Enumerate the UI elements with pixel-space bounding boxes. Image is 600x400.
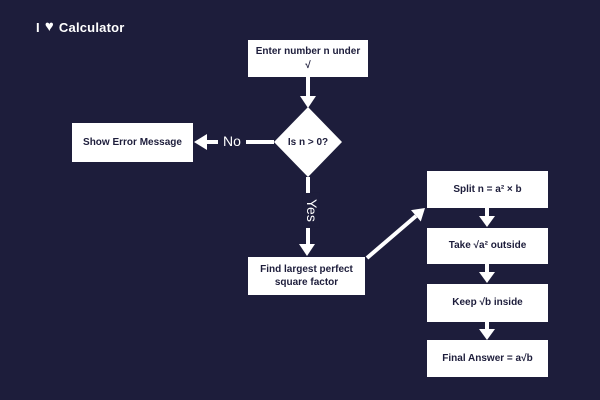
node-decision-label: Is n > 0? bbox=[287, 136, 329, 148]
arrow-take-to-keep bbox=[479, 264, 495, 283]
node-final-answer: Final Answer = a√b bbox=[427, 340, 548, 377]
title-text: Calculator bbox=[58, 20, 125, 35]
node-keep-inside: Keep √b inside bbox=[427, 284, 548, 322]
arrow-find-to-split bbox=[365, 208, 425, 260]
title-prefix: I bbox=[36, 20, 40, 35]
arrow-split-to-take bbox=[479, 208, 495, 227]
heart-icon: ♥ bbox=[44, 18, 54, 35]
node-find-square-factor: Find largest perfect square factor bbox=[248, 257, 365, 295]
arrow-keep-to-final bbox=[479, 322, 495, 340]
edge-label-yes: Yes bbox=[303, 192, 320, 228]
node-take-outside: Take √a² outside bbox=[427, 228, 548, 264]
arrow-enter-to-decision bbox=[300, 77, 316, 108]
decision-diamond-shape bbox=[274, 107, 342, 177]
node-enter-number: Enter number n under √ bbox=[248, 40, 368, 77]
node-show-error: Show Error Message bbox=[72, 123, 193, 162]
node-split: Split n = a² × b bbox=[427, 171, 548, 208]
edge-label-no: No bbox=[218, 133, 246, 150]
page-title: I ♥ Calculator bbox=[36, 18, 125, 35]
